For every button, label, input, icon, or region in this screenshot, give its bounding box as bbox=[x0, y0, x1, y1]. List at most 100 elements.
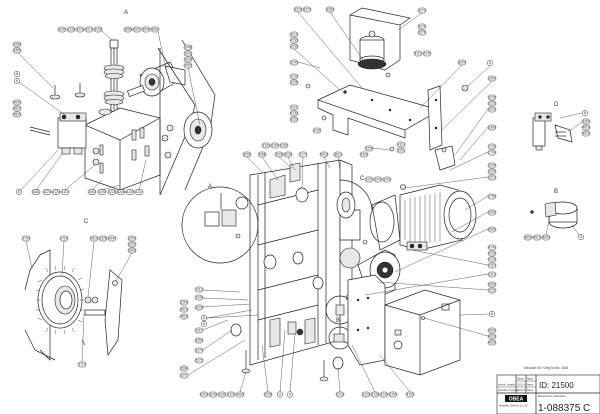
balloon-label: 3190 bbox=[262, 144, 269, 148]
balloon-label: 3240 bbox=[374, 178, 381, 182]
vertical-bracket bbox=[427, 85, 443, 151]
detail-a-callout-circle bbox=[181, 186, 259, 264]
balloon-label: 3230 bbox=[290, 45, 297, 49]
rev-row-created: erstellt / created bbox=[498, 384, 516, 387]
balloon-label: 3220 bbox=[488, 102, 495, 106]
balloon-label: 3240 bbox=[195, 296, 202, 300]
balloon-label: 3130 bbox=[371, 393, 378, 397]
drawing-number: 1-088375 C bbox=[538, 403, 590, 414]
balloon-label: 8 bbox=[16, 79, 18, 83]
balloon-label: 3040 bbox=[108, 237, 115, 241]
balloon-label: 3250 bbox=[365, 147, 372, 151]
detail-label-b-side: B bbox=[554, 189, 558, 195]
balloon-label: 3135 bbox=[290, 81, 297, 85]
balloon-label: 3240 bbox=[264, 393, 271, 397]
balloon-label: 3270 bbox=[418, 9, 425, 13]
balloon-label: 8 bbox=[18, 190, 20, 194]
balloon-label: 3140 bbox=[380, 393, 387, 397]
balloon-label: 3112 bbox=[196, 288, 203, 292]
balloon-label: 3200 bbox=[195, 306, 202, 310]
applicability-note: Gilt auch für / Only for Art. 1601 bbox=[524, 366, 569, 370]
balloon-label: 3400 bbox=[98, 190, 105, 194]
title-block: Gilt auch für / Only for Art. 1601 Datum… bbox=[496, 366, 600, 414]
balloon-col-a-right: 3048 3040 3030 3050 bbox=[183, 44, 193, 69]
balloon-label: 3600 bbox=[88, 190, 95, 194]
balloon-label: 4140 bbox=[423, 52, 430, 56]
balloon-label: 3400 bbox=[236, 393, 243, 397]
company-logo: OBEA bbox=[505, 395, 527, 403]
balloon-label: 3050 bbox=[184, 64, 191, 68]
balloon-label: 3461 bbox=[32, 190, 39, 194]
balloon-label: 3020 bbox=[275, 153, 282, 157]
balloon-label: 2750 bbox=[488, 195, 495, 199]
detail-label-b-main: B bbox=[336, 318, 340, 324]
balloon-label: 3282 bbox=[313, 129, 320, 133]
rev-created-date: 01.01.01 bbox=[517, 384, 527, 387]
balloon-label: 3220 bbox=[227, 393, 234, 397]
rev-changed-date: 01.01.01 bbox=[517, 389, 527, 392]
balloon-label: 4820 bbox=[180, 315, 187, 319]
balloon-label: 3220 bbox=[365, 178, 372, 182]
switch-bracket-part bbox=[434, 145, 456, 171]
balloon-row-a2: 3080 3067 3040 3060 bbox=[123, 26, 160, 33]
balloon-label: 3300 bbox=[582, 120, 589, 124]
balloon-label: 3265 bbox=[117, 190, 124, 194]
balloon-label: 3270 bbox=[195, 349, 202, 353]
balloon-label: 8 bbox=[584, 111, 586, 115]
rev-header-name: Name bbox=[527, 378, 534, 381]
balloon-label: 3240 bbox=[488, 96, 495, 100]
balloon-label: 4620 bbox=[488, 341, 495, 345]
balloon-label: 3100 bbox=[336, 393, 343, 397]
balloon-label: 3150 bbox=[389, 393, 396, 397]
detail-b-sensor: B 4620 4610 4600 8 bbox=[523, 189, 585, 241]
balloon-label: 3240 bbox=[209, 393, 216, 397]
lubricator-plate-assembly bbox=[305, 7, 469, 152]
balloon-label: 4130 bbox=[126, 190, 133, 194]
balloon-label: 3230 bbox=[218, 393, 225, 397]
shaft-pulley-part bbox=[103, 39, 125, 115]
balloon-label: 4820 bbox=[13, 113, 20, 117]
balloon-label: 8 bbox=[203, 316, 205, 320]
detail-label-c-main: C bbox=[360, 176, 365, 182]
balloon-label: 3240 bbox=[290, 61, 297, 65]
gear-motor-part bbox=[369, 184, 477, 251]
balloon-label: 4110 bbox=[398, 143, 405, 147]
balloon-label: 3040 bbox=[184, 52, 191, 56]
balloon-label: 4110 bbox=[62, 190, 69, 194]
balloon-label: 4130 bbox=[488, 252, 495, 256]
balloon-label: 4130 bbox=[290, 112, 297, 116]
balloon-label: 4410 bbox=[320, 153, 327, 157]
balloon-label: 3261 bbox=[397, 149, 404, 153]
balloon-label: 3088 bbox=[258, 153, 265, 157]
balloon-label: 3284 bbox=[180, 367, 187, 371]
balloon-label: 3230 bbox=[67, 28, 74, 32]
balloon-label: 2720 bbox=[60, 237, 67, 241]
balloon-label: 3060 bbox=[151, 28, 158, 32]
balloon-label: 4110 bbox=[489, 264, 496, 268]
balloon-label: 3220 bbox=[290, 118, 297, 122]
balloon-label: 3210 bbox=[488, 108, 495, 112]
balloon-label: 3272 bbox=[195, 359, 202, 363]
balloon-label: 3270 bbox=[303, 8, 310, 12]
balloon-label: 2704 bbox=[488, 151, 495, 155]
balloon-label: 3300 bbox=[488, 211, 495, 215]
balloon-label: 4600 bbox=[542, 236, 549, 240]
balloon-label: 3067 bbox=[133, 28, 140, 32]
balloons-top-left: 3240 3230 3215 3210 3205 3080 3067 3040 … bbox=[12, 26, 201, 196]
balloon-label: 8 bbox=[16, 72, 18, 76]
balloon-col-left3: 4830 4810 4820 bbox=[12, 99, 22, 118]
balloon-label: 4610 bbox=[582, 126, 589, 130]
balloon-label: 4810 bbox=[180, 308, 187, 312]
balloon-label: 3120 bbox=[362, 393, 369, 397]
balloon-label: 4830 bbox=[13, 101, 20, 105]
balloon-label: 3060 bbox=[488, 228, 495, 232]
balloon-label: 3130 bbox=[290, 75, 297, 79]
balloon-label: 4110 bbox=[415, 52, 422, 56]
detail-d-switch: D 8 3300 4610 4620 bbox=[532, 102, 591, 151]
balloon-label: 3080 bbox=[124, 28, 131, 32]
balloon-label: 3280 bbox=[326, 8, 333, 12]
detail-c-sprocket-assembly: C bbox=[24, 219, 123, 361]
balloon-label: 3225 bbox=[99, 237, 106, 241]
bearing-block-part bbox=[127, 61, 186, 98]
